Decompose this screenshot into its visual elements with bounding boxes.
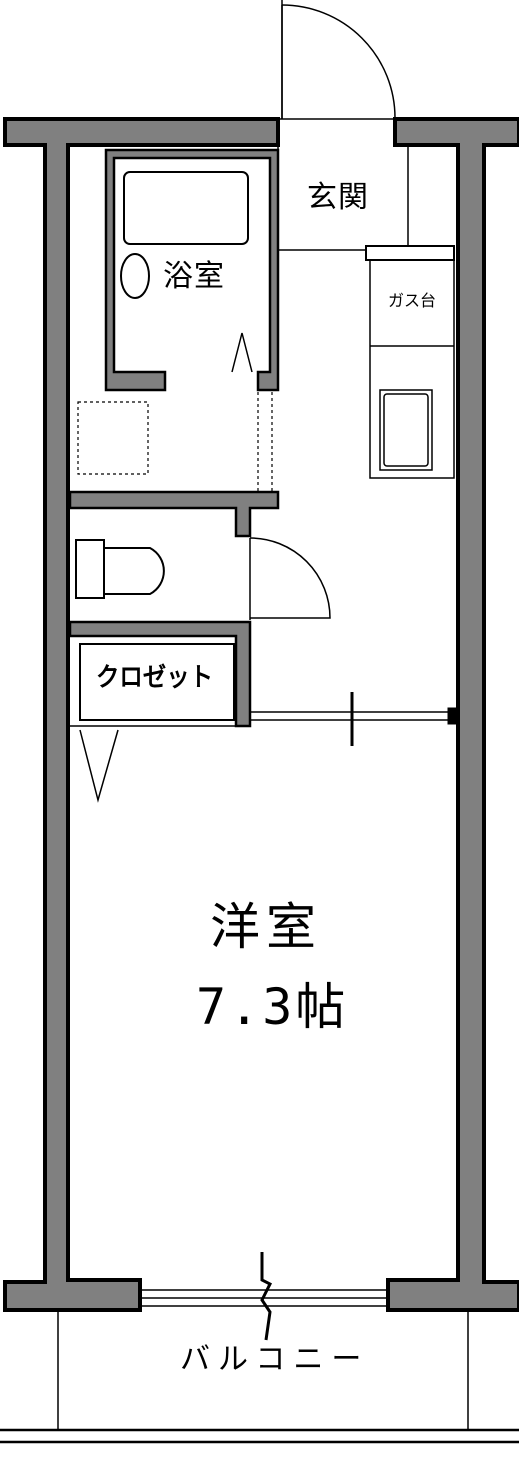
sink — [379, 389, 433, 471]
room-label: 洋室 — [210, 898, 322, 956]
bath-basin — [120, 253, 150, 299]
closet-box — [79, 643, 235, 721]
toilet-door-swing — [249, 537, 331, 619]
balcony — [0, 1310, 519, 1444]
washer-space — [77, 401, 149, 475]
entrance-label: 玄関 — [307, 180, 369, 215]
bathroom-walls — [104, 148, 280, 392]
wall-top-right — [386, 117, 519, 1312]
balcony-window — [140, 1252, 388, 1341]
bath-door — [231, 332, 253, 373]
closet-label: クロゼット — [96, 663, 214, 693]
bathtub — [123, 171, 249, 245]
toilet-bowl — [103, 547, 165, 595]
bathroom-label: 浴室 — [163, 259, 225, 294]
gas-stand-label: ガス台 — [388, 291, 437, 310]
kitchen — [365, 245, 455, 479]
room-size-label: 7.3帖 — [196, 978, 349, 1036]
balcony-label: バルコニー — [180, 1342, 370, 1377]
sliding-door-room — [250, 692, 459, 746]
outer-walls — [3, 117, 519, 1312]
toilet-tank — [75, 539, 105, 599]
entrance-door-swing — [281, 4, 396, 119]
closet-door — [79, 729, 119, 803]
